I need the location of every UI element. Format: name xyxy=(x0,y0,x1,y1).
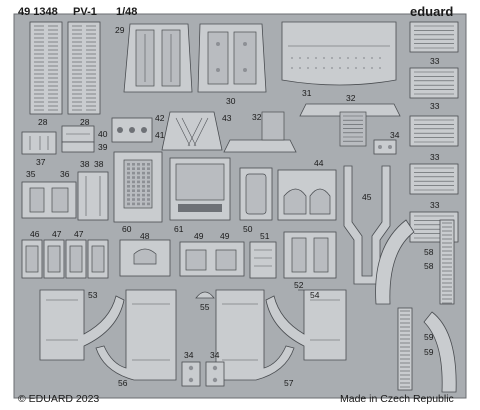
label-30: 30 xyxy=(226,96,236,106)
label-36: 36 xyxy=(60,169,70,179)
label-33b: 33 xyxy=(430,101,440,111)
part-55 xyxy=(195,291,215,299)
part-31 xyxy=(281,21,397,86)
label-42: 42 xyxy=(155,113,165,123)
part-32-lower xyxy=(223,111,297,153)
label-40: 40 xyxy=(98,129,108,139)
part-40 xyxy=(61,125,95,143)
part-30 xyxy=(197,23,267,93)
product-number: 49 1348 xyxy=(18,6,58,18)
label-53: 53 xyxy=(88,290,98,300)
label-45: 45 xyxy=(362,192,372,202)
label-59a: 59 xyxy=(424,332,434,342)
label-56: 56 xyxy=(118,378,128,388)
label-38b: 38 xyxy=(94,159,104,169)
label-43: 43 xyxy=(222,113,232,123)
label-28b: 28 xyxy=(80,117,90,127)
part-60 xyxy=(113,151,163,223)
part-57 xyxy=(215,289,295,381)
part-48 xyxy=(119,239,171,277)
label-29: 29 xyxy=(115,25,125,35)
part-58-straight xyxy=(439,219,455,305)
label-38a: 38 xyxy=(80,159,90,169)
part-46-47-group xyxy=(21,239,109,279)
part-53 xyxy=(39,289,125,361)
part-28-left xyxy=(29,21,63,115)
label-33a: 33 xyxy=(430,56,440,66)
label-32a: 32 xyxy=(346,93,356,103)
label-33d: 33 xyxy=(430,200,440,210)
label-34b: 34 xyxy=(184,350,194,360)
label-39: 39 xyxy=(98,142,108,152)
part-44 xyxy=(277,169,337,221)
label-59b: 59 xyxy=(424,347,434,357)
part-49 xyxy=(179,241,245,277)
part-35-36 xyxy=(21,181,77,219)
part-34-bottom-right xyxy=(205,361,225,387)
label-28a: 28 xyxy=(38,117,48,127)
part-28-right xyxy=(67,21,101,115)
part-56 xyxy=(95,289,177,381)
part-59-straight xyxy=(397,307,413,391)
label-52: 52 xyxy=(294,280,304,290)
label-33c: 33 xyxy=(430,152,440,162)
label-61: 61 xyxy=(174,224,184,234)
label-58b: 58 xyxy=(424,261,434,271)
brand-logo: eduard xyxy=(410,4,453,19)
part-51 xyxy=(249,241,277,279)
label-49b: 49 xyxy=(220,231,230,241)
part-54 xyxy=(265,289,347,361)
part-42 xyxy=(111,117,153,143)
part-52 xyxy=(283,231,337,279)
part-38 xyxy=(77,171,109,221)
label-54: 54 xyxy=(310,290,320,300)
label-60: 60 xyxy=(122,224,132,234)
part-45 xyxy=(343,165,391,285)
part-58-curved xyxy=(375,219,415,305)
part-39 xyxy=(61,141,95,153)
origin-text: Made in Czech Republic xyxy=(340,393,454,405)
part-50 xyxy=(239,167,273,221)
label-48: 48 xyxy=(140,231,150,241)
label-41: 41 xyxy=(155,130,165,140)
label-47a: 47 xyxy=(52,229,62,239)
part-43 xyxy=(161,111,223,151)
part-59-curved xyxy=(423,311,457,393)
scale-label: 1/48 xyxy=(116,6,137,18)
part-37 xyxy=(21,131,57,155)
label-34a: 34 xyxy=(390,130,400,140)
part-32-upper xyxy=(299,103,401,147)
part-29 xyxy=(123,23,193,93)
label-31: 31 xyxy=(302,88,312,98)
part-34-bottom-left xyxy=(181,361,201,387)
label-49a: 49 xyxy=(194,231,204,241)
label-57: 57 xyxy=(284,378,294,388)
label-35: 35 xyxy=(26,169,36,179)
label-44: 44 xyxy=(314,158,324,168)
label-51: 51 xyxy=(260,231,270,241)
label-55: 55 xyxy=(200,302,210,312)
model-name: PV-1 xyxy=(73,6,97,18)
label-37: 37 xyxy=(36,157,46,167)
label-32b: 32 xyxy=(252,112,262,122)
label-47b: 47 xyxy=(74,229,84,239)
label-58a: 58 xyxy=(424,247,434,257)
label-50: 50 xyxy=(243,224,253,234)
copyright-text: © EDUARD 2023 xyxy=(18,393,99,405)
label-34c: 34 xyxy=(210,350,220,360)
label-46: 46 xyxy=(30,229,40,239)
part-34-top xyxy=(373,139,397,155)
part-61 xyxy=(169,157,231,221)
